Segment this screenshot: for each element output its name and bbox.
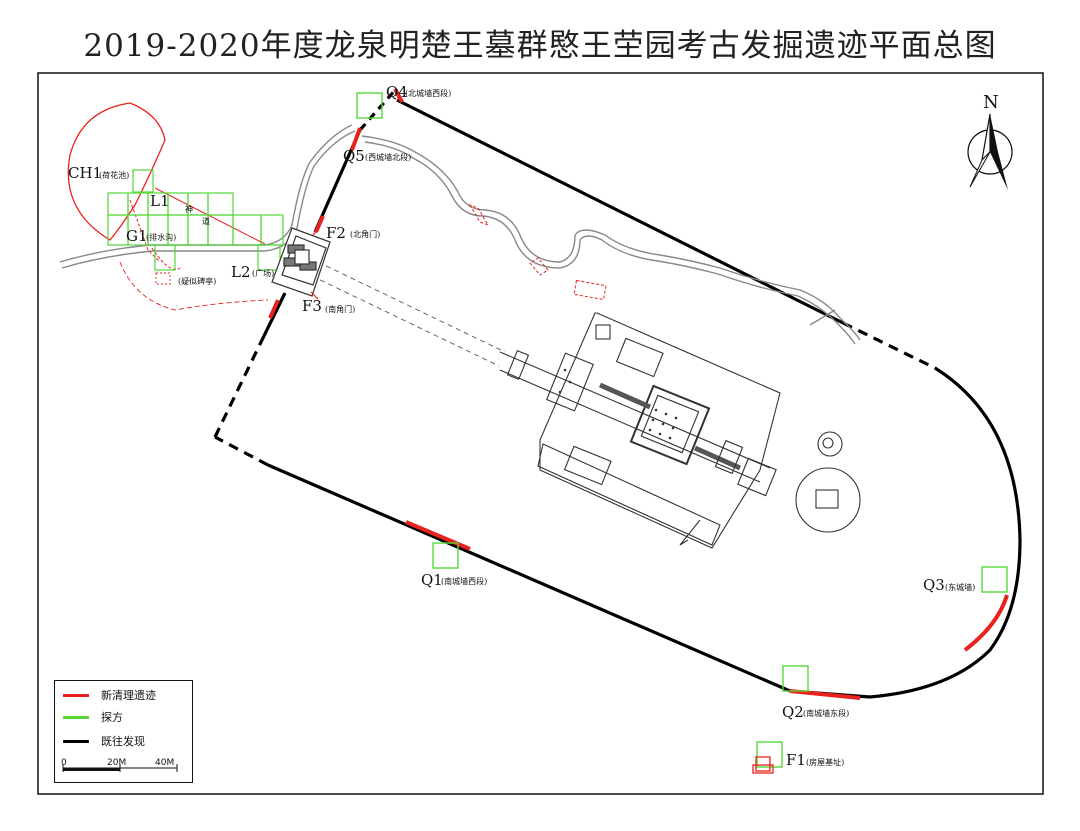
label-l1: L1 [150,192,170,210]
legend-swatch-red [63,693,89,697]
label-f3-sub: (南角门) [325,304,355,314]
label-f1: F1 [786,751,806,769]
label-f1-sub: (房屋基址) [806,757,844,767]
label-q2: Q2 [782,703,804,721]
palace-dots [558,368,678,440]
label-road-2: 道 [202,216,210,226]
scale-bar-graphic [62,764,178,772]
roads [59,124,861,345]
label-f2: F2 [326,224,346,242]
legend-item-trench: 探方 [63,709,123,725]
legend-item-old: 既往发现 [63,733,145,749]
pavilion-outline [155,272,171,285]
scale-label-40: 40M [155,758,175,768]
scale-bar: 0 20M 40M [55,754,192,782]
trench-grid-l1 [107,169,284,271]
map-labels: Q4 (北城墙西段) Q5 (西城墙北段) CH1 (荷花池) L1 神 道 G… [68,83,975,769]
label-g1: G1 [126,227,148,245]
map-title: 2019-2020年度龙泉明楚王墓群愍王茔园考古发掘遗迹平面总图 [83,28,997,64]
label-q3-sub: (东城墙) [945,582,975,592]
north-label: N [983,92,999,113]
new-wall-segments [268,88,1009,700]
drain-outline [129,199,181,270]
label-pavilion: (疑似碑亭) [178,276,216,286]
legend-swatch-green [63,715,89,719]
house-base-f1 [752,756,774,774]
label-ch1-sub: (荷花池) [99,170,129,180]
label-f2-sub: (北角门) [350,229,380,239]
label-f3: F3 [302,297,322,315]
label-l2: L2 [231,263,251,281]
label-road-1: 神 [185,204,193,214]
label-ch1: CH1 [68,164,102,182]
legend: 新清理遗迹 探方 既往发现 0 20M 40M [54,680,193,783]
scale-label-0: 0 [61,758,67,768]
pond-ch1 [67,102,166,241]
north-arrow: N [962,92,1018,192]
label-q1: Q1 [421,571,443,589]
label-q1-sub: (南城墙西段) [441,576,487,586]
spirit-road [311,261,506,367]
road-features [468,204,607,301]
map-frame [37,72,1044,795]
scale-label-20: 20M [107,758,127,768]
legend-swatch-black [63,739,89,743]
label-q3: Q3 [923,576,945,594]
gate-arrows [310,226,321,300]
legend-label-old: 既往发现 [101,735,145,748]
road-outline [154,187,266,245]
legend-label-new: 新清理遗迹 [101,689,156,702]
label-q5: Q5 [343,147,365,165]
legend-item-new: 新清理遗迹 [63,687,156,703]
compass-icon [967,113,1013,190]
road-outline-2 [119,261,269,311]
label-q2-sub: (南城墙东段) [803,708,849,718]
gate-complex [271,227,331,297]
legend-label-trench: 探方 [101,711,123,724]
label-q5-sub: (西城墙北段) [365,152,411,162]
label-q4-sub: (北城墙西段) [405,88,451,98]
label-l2-sub: (广场) [252,268,274,278]
label-q4: Q4 [386,83,408,101]
palace-complex [499,312,861,549]
label-g1-sub: (排水沟) [146,232,176,242]
